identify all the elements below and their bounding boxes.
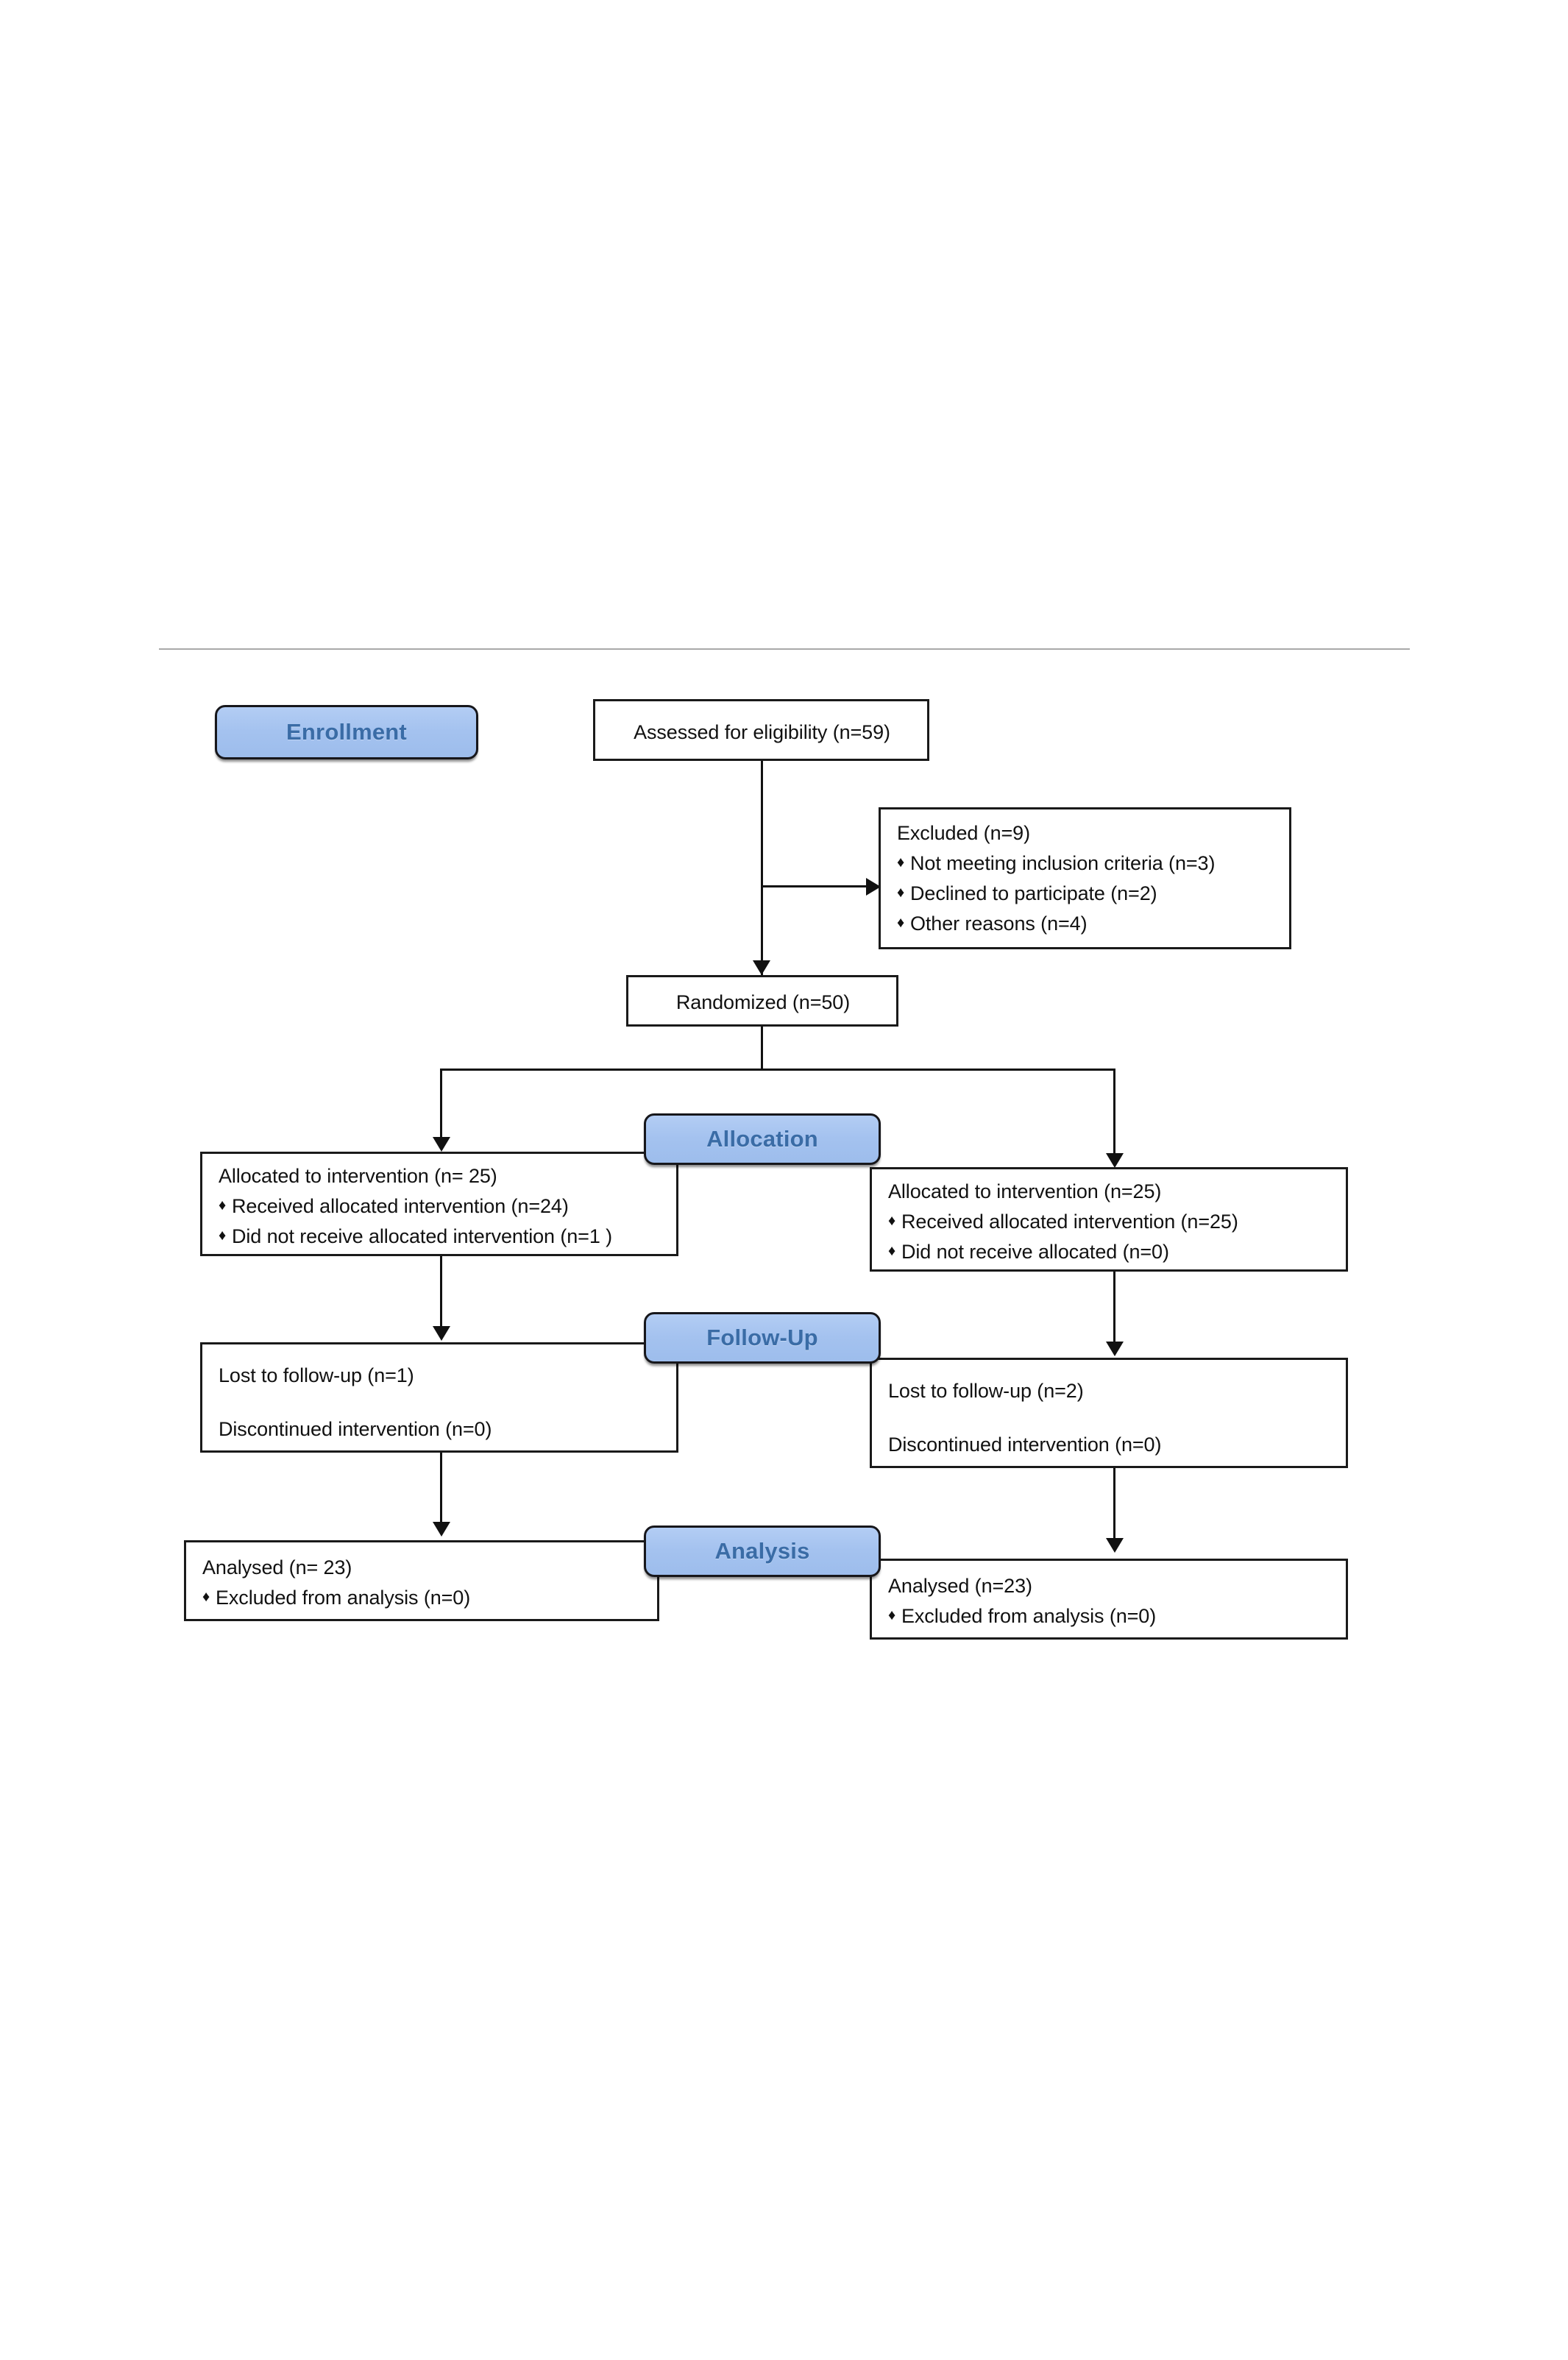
followup-left-line2: Discontinued intervention (n=0) [219,1418,492,1441]
excluded-item: ♦ Not meeting inclusion criteria (n=3) [897,848,1274,879]
connector-assessed-down [761,761,763,1004]
bullet-diamond-icon: ♦ [888,1213,896,1230]
allocated-left-title: Allocated to intervention (n= 25) [219,1165,497,1187]
box-excluded: Excluded (n=9) ♦ Not meeting inclusion c… [879,807,1291,949]
stage-badge-followup: Follow-Up [644,1312,881,1364]
excluded-item-text: Declined to participate (n=2) [910,882,1157,905]
connector-allocation-bus [440,1069,1115,1071]
allocated-right-item: ♦ Did not receive allocated (n=0) [888,1237,1331,1267]
connector-right-alloc-to-followup [1113,1272,1115,1353]
bullet-diamond-icon: ♦ [897,854,905,871]
excluded-item-text: Not meeting inclusion criteria (n=3) [910,852,1216,875]
top-divider [159,648,1410,650]
bullet-diamond-icon: ♦ [897,885,905,901]
box-allocated-right: Allocated to intervention (n=25) ♦ Recei… [870,1167,1348,1272]
stage-badge-allocation-label: Allocation [706,1126,818,1152]
excluded-title: Excluded (n=9) [897,822,1030,844]
arrow-into-followup-left [433,1326,450,1341]
stage-badge-enrollment-label: Enrollment [286,719,407,745]
stage-badge-analysis: Analysis [644,1526,881,1577]
randomized-title: Randomized (n=50) [675,991,851,1013]
allocated-left-item: ♦ Did not receive allocated intervention… [219,1222,661,1252]
stage-badge-allocation: Allocation [644,1113,881,1165]
followup-right-line2: Discontinued intervention (n=0) [888,1434,1162,1456]
bullet-diamond-icon: ♦ [219,1197,227,1214]
allocated-right-item-text: Did not receive allocated (n=0) [901,1241,1169,1264]
followup-left-line1: Lost to follow-up (n=1) [219,1364,414,1386]
allocated-left-item-text: Received allocated intervention (n=24) [232,1195,569,1218]
analysis-right-item: ♦ Excluded from analysis (n=0) [888,1601,1331,1631]
allocated-left-item-text: Did not receive allocated intervention (… [232,1225,613,1248]
stage-badge-analysis-label: Analysis [714,1538,810,1564]
arrow-to-excluded [866,878,881,896]
allocated-right-item: ♦ Received allocated intervention (n=25) [888,1207,1331,1237]
excluded-item-text: Other reasons (n=4) [910,913,1088,935]
arrow-into-allocated-right [1106,1153,1124,1168]
box-allocated-left: Allocated to intervention (n= 25) ♦ Rece… [200,1152,678,1256]
excluded-item: ♦ Declined to participate (n=2) [897,879,1274,909]
analysis-left-item: ♦ Excluded from analysis (n=0) [202,1583,642,1613]
followup-left-spacer [219,1391,661,1414]
analysis-left-title: Analysed (n= 23) [202,1556,352,1578]
box-randomized: Randomized (n=50) [626,975,898,1027]
excluded-item: ♦ Other reasons (n=4) [897,909,1274,939]
box-analysis-left: Analysed (n= 23) ♦ Excluded from analysi… [184,1540,659,1621]
arrow-into-allocated-left [433,1137,450,1152]
analysis-right-item-text: Excluded from analysis (n=0) [901,1605,1157,1628]
connector-left-followup-to-analysis [440,1453,442,1534]
bullet-diamond-icon: ♦ [897,915,905,932]
stage-badge-followup-label: Follow-Up [706,1325,818,1350]
bullet-diamond-icon: ♦ [888,1243,896,1260]
connector-randomized-down [761,1027,763,1071]
followup-right-spacer [888,1406,1331,1430]
arrow-into-analysis-left [433,1522,450,1537]
followup-right-line1: Lost to follow-up (n=2) [888,1380,1084,1402]
allocated-right-item-text: Received allocated intervention (n=25) [901,1211,1238,1233]
box-analysis-right: Analysed (n=23) ♦ Excluded from analysis… [870,1559,1348,1640]
connector-right-followup-to-analysis [1113,1468,1115,1549]
stage-badge-enrollment: Enrollment [215,705,478,759]
connector-allocation-left-drop [440,1069,442,1148]
arrow-into-followup-right [1106,1342,1124,1356]
arrow-into-analysis-right [1106,1538,1124,1553]
bullet-diamond-icon: ♦ [888,1607,896,1624]
box-assessed-for-eligibility: Assessed for eligibility (n=59) [593,699,929,761]
assessed-title: Assessed for eligibility (n=59) [634,721,890,743]
bullet-diamond-icon: ♦ [219,1227,227,1244]
allocated-right-title: Allocated to intervention (n=25) [888,1180,1162,1202]
box-followup-left: Lost to follow-up (n=1) Discontinued int… [200,1342,678,1453]
connector-to-excluded [761,885,876,887]
analysis-left-item-text: Excluded from analysis (n=0) [216,1587,471,1609]
connector-left-alloc-to-followup [440,1256,442,1337]
bullet-diamond-icon: ♦ [202,1589,210,1606]
analysis-right-title: Analysed (n=23) [888,1575,1032,1597]
arrow-into-randomized [753,960,770,975]
box-followup-right: Lost to follow-up (n=2) Discontinued int… [870,1358,1348,1468]
connector-allocation-right-drop [1113,1069,1115,1164]
allocated-left-item: ♦ Received allocated intervention (n=24) [219,1191,661,1222]
